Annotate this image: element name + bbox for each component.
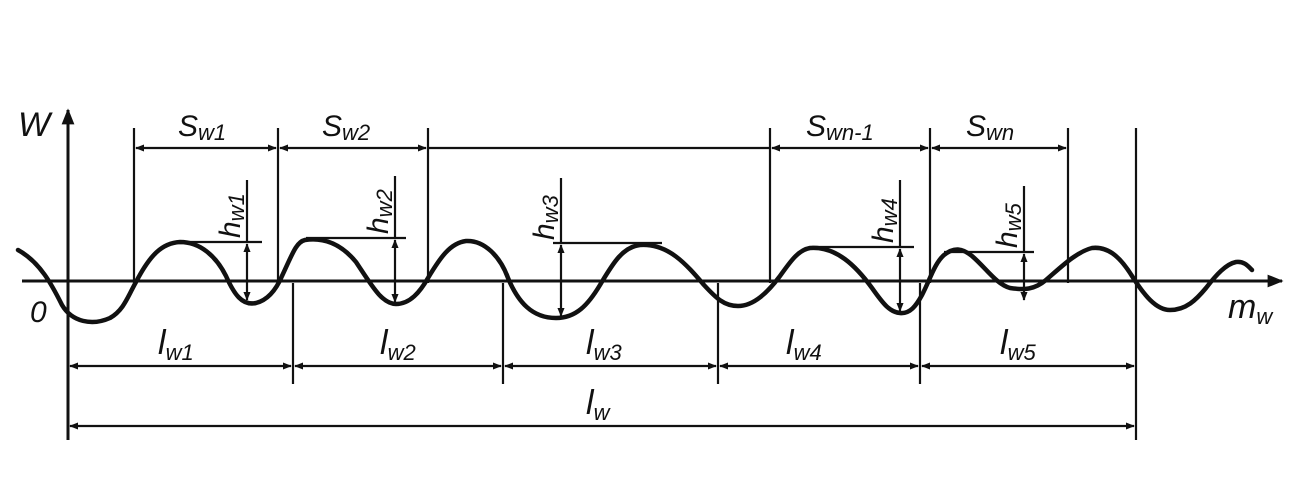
l-w5-label: lw5: [1000, 324, 1036, 365]
x-axis-label: mw: [1228, 288, 1274, 329]
l-w-total-label: lw: [586, 384, 612, 425]
h-w2-label: hw2: [362, 189, 397, 234]
l-w2-label: lw2: [380, 324, 416, 365]
s-w2-label: Sw2: [322, 110, 370, 145]
l-w4-label: lw4: [786, 324, 822, 365]
s-wn-1-label: Swn-1: [806, 110, 874, 145]
h-dimension-group: [180, 176, 1034, 317]
origin-label: 0: [30, 296, 47, 329]
s-w1-label: Sw1: [178, 110, 226, 145]
s-wn-label: Swn: [966, 110, 1014, 145]
l-dimension-group: [66, 128, 1138, 440]
l-w3-label: lw3: [586, 324, 622, 365]
h-w4-label: hw4: [867, 198, 902, 243]
h-w5-label: hw5: [991, 202, 1026, 248]
h-w1-label: hw1: [214, 193, 249, 238]
s-dimension-group: [132, 128, 1070, 283]
l-w1-label: lw1: [158, 324, 194, 365]
h-w3-label: hw3: [528, 194, 563, 240]
profile-curve: [15, 237, 1255, 325]
y-axis-label: W: [18, 106, 53, 144]
